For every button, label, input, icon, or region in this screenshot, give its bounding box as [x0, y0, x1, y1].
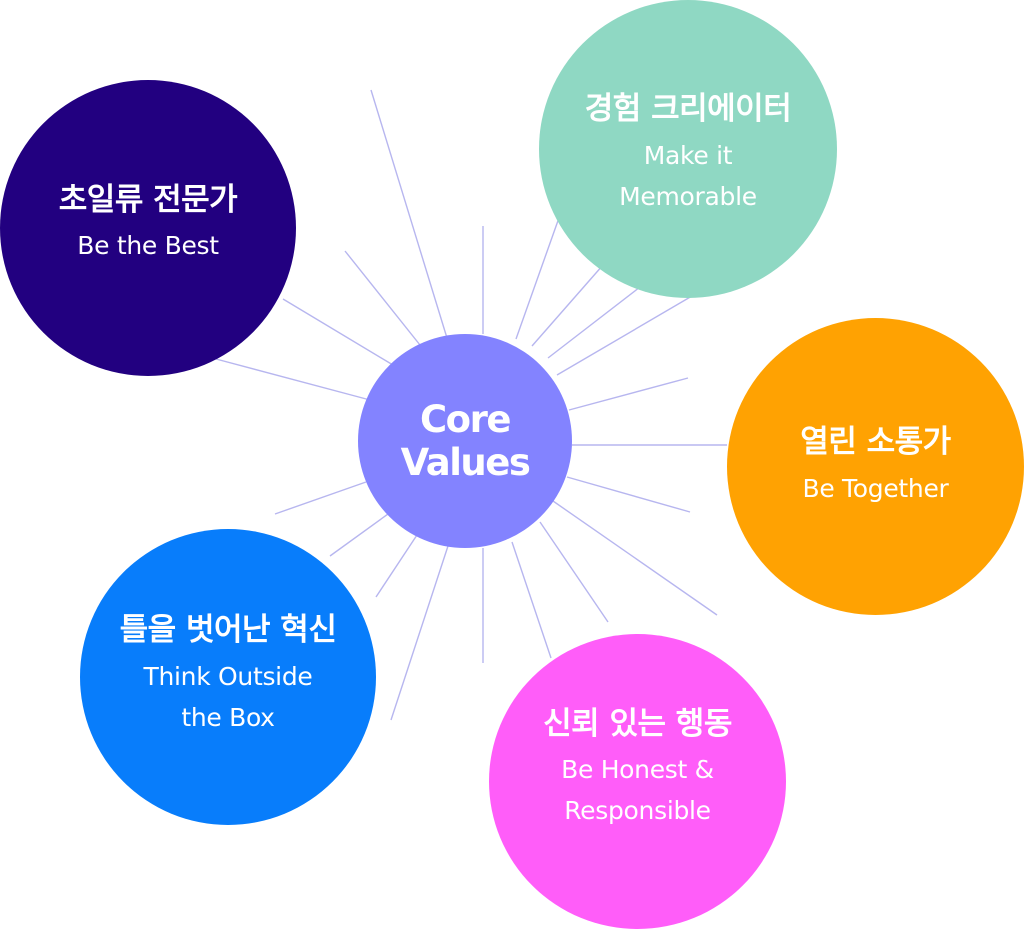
value-korean-label: 틀을 벗어난 혁신	[119, 612, 337, 649]
ray	[566, 476, 691, 513]
ray	[568, 377, 689, 411]
ray	[329, 513, 389, 557]
ray	[511, 541, 552, 659]
value-english-label: Memorable	[619, 181, 757, 211]
value-circle-innovation: 틀을 벗어난 혁신 Think Outside the Box	[80, 529, 376, 825]
ray	[539, 521, 609, 623]
value-english-label: Be Together	[802, 473, 949, 503]
ray	[556, 295, 693, 376]
ray	[390, 545, 449, 721]
ray	[531, 264, 604, 347]
core-title-line: Values	[400, 441, 531, 484]
value-circle-open: 열린 소통가 Be Together	[727, 318, 1024, 615]
value-korean-label: 경험 크리에이터	[584, 91, 792, 128]
value-circle-trust: 신뢰 있는 행동 Be Honest & Responsible	[489, 634, 786, 929]
value-english-label: Responsible	[564, 796, 711, 826]
ray	[370, 89, 448, 339]
value-circle-best: 초일류 전문가 Be the Best	[0, 80, 296, 376]
ray	[282, 298, 394, 366]
value-english-label: Think Outside	[143, 661, 313, 691]
ray	[547, 286, 641, 359]
value-circle-experience: 경험 크리에이터 Make it Memorable	[539, 0, 837, 298]
ray	[552, 500, 718, 616]
ray	[344, 250, 425, 351]
value-english-label: Be Honest &	[561, 755, 714, 785]
core-title-line: Core	[420, 398, 511, 441]
value-english-label: Make it	[643, 140, 733, 170]
core-values-center: Core Values	[358, 334, 572, 548]
value-korean-label: 열린 소통가	[800, 424, 951, 461]
value-english-label: Be the Best	[77, 231, 219, 261]
value-english-label: the Box	[181, 702, 275, 732]
ray	[215, 358, 371, 401]
ray	[274, 481, 367, 515]
value-korean-label: 초일류 전문가	[58, 181, 238, 218]
ray	[375, 534, 418, 598]
ray	[515, 214, 561, 340]
value-korean-label: 신뢰 있는 행동	[543, 705, 732, 742]
